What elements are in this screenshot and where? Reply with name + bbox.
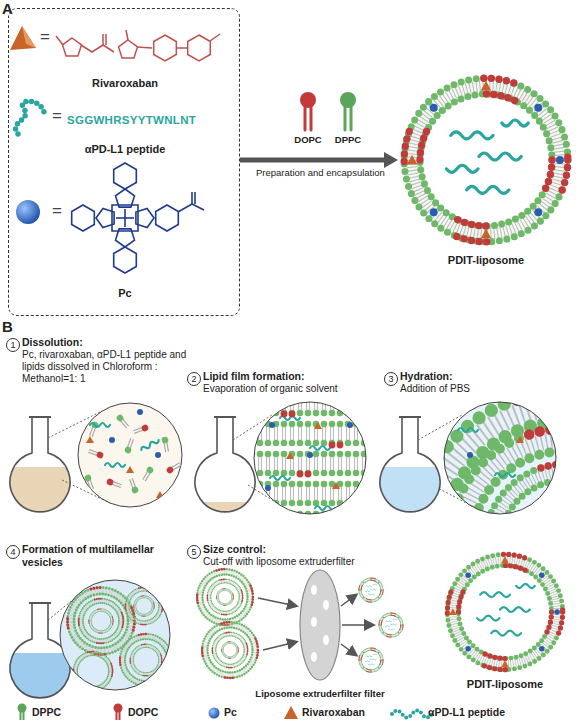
- step-heading: Formation of multilamellar vesicles: [22, 543, 172, 569]
- component-name: Pc: [9, 287, 241, 300]
- step-text: Evaporation of organic solvent: [203, 383, 373, 395]
- step-text: Pc, rivaroxaban, αPD-L1 peptide and lipi…: [22, 349, 197, 386]
- callout-number: 4: [6, 545, 20, 559]
- flask-4: [10, 603, 70, 698]
- legend-text: Rivaroxaban: [302, 706, 365, 718]
- legend-samples: [18, 704, 433, 721]
- component-name: αPD-L1 peptide: [9, 143, 241, 156]
- component-name: Rivaroxaban: [9, 77, 241, 90]
- liposome-outline: [398, 72, 574, 248]
- lipid-film: [250, 400, 370, 520]
- callout-number: 2: [187, 372, 201, 386]
- dopc-icon: [300, 92, 316, 130]
- equals-sign: =: [52, 201, 62, 222]
- equals-sign: =: [40, 27, 50, 48]
- step-text: Addition of PBS: [400, 383, 570, 395]
- multilamellar-zoom: [68, 587, 173, 690]
- arrow-label: Preparation and encapsulation: [256, 167, 385, 178]
- lipid-name: DPPC: [330, 134, 366, 146]
- component-box: RivaroxabanSGGWHRSYYTWNLNT αPD-L1 peptide…: [8, 8, 240, 316]
- arrow-line: [240, 158, 386, 163]
- flask-3: [380, 417, 440, 512]
- peptide-sequence: SGGWHRSYYTWNLNT: [67, 113, 196, 127]
- step-heading: Size control:: [203, 543, 266, 556]
- zoom-border: [254, 402, 366, 514]
- pc-sphere: [16, 200, 40, 224]
- rivaroxaban-structure: [56, 30, 220, 61]
- liposome-circle: PDIT-liposome: [398, 72, 574, 248]
- panel-letter: B: [2, 318, 13, 336]
- hydrated-bilayers: [412, 392, 580, 699]
- product-name: PDIT-liposome: [378, 254, 580, 267]
- panel-letter: A: [2, 0, 13, 18]
- filter-label: Liposome extruderfilter filter: [235, 688, 405, 700]
- arrow-head: [384, 152, 398, 168]
- callout-number: 5: [187, 545, 201, 559]
- zoom-border: [60, 580, 170, 690]
- pc-structure: [72, 163, 204, 273]
- step-heading: Lipid film formation:: [203, 370, 305, 383]
- step-heading: Hydration:: [400, 370, 453, 383]
- callout-number: 3: [384, 372, 398, 386]
- legend-text: Pc: [224, 706, 237, 718]
- final-liposome: [447, 554, 562, 669]
- extruder-filter: [300, 570, 340, 680]
- multilamellar-vesicles: [197, 569, 258, 678]
- dppc-icon: [340, 92, 356, 130]
- legend-text: DOPC: [128, 706, 158, 718]
- legend-text: αPD-L1 peptide: [428, 706, 505, 718]
- flask-2: [195, 417, 255, 512]
- small-liposomes: [359, 578, 403, 672]
- process-arrow: [240, 152, 398, 168]
- step-heading: Dissolution:: [22, 336, 83, 349]
- step-text: Cut-off with liposome extruderfilter: [203, 556, 413, 568]
- dissolved-molecules: [84, 409, 182, 501]
- flask-1: [10, 417, 70, 512]
- legend-text: DPPC: [32, 706, 61, 718]
- zoom-border: [444, 402, 556, 514]
- lipid-name: DOPC: [290, 134, 326, 146]
- zoom-circle: [78, 403, 182, 507]
- equals-sign: =: [52, 106, 62, 127]
- product-name: PDIT-liposome: [445, 678, 565, 691]
- rivaroxaban-icon: [10, 26, 36, 50]
- peptide-icon: [16, 101, 44, 134]
- callout-number: 1: [6, 338, 20, 352]
